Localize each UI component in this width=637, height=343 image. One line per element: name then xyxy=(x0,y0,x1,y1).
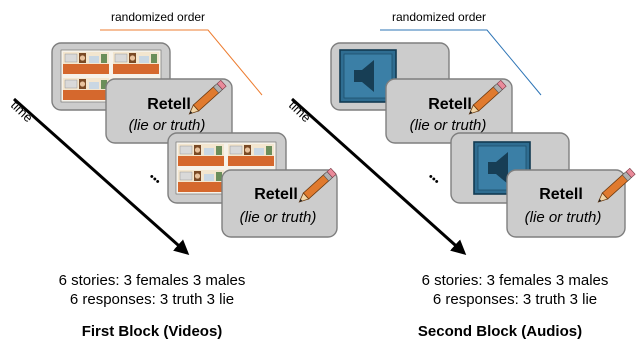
randomized-order-label: randomized order xyxy=(111,10,205,24)
stats-responses: 6 responses: 3 truth 3 lie xyxy=(70,291,234,308)
stats-stories: 6 stories: 3 females 3 males xyxy=(422,272,609,289)
retell-card xyxy=(385,78,513,144)
retell-subtitle: (lie or truth) xyxy=(129,117,206,134)
time-arrow xyxy=(13,97,190,255)
ellipsis: ••• xyxy=(425,171,442,188)
retell-subtitle: (lie or truth) xyxy=(525,209,602,226)
retell-subtitle: (lie or truth) xyxy=(240,209,317,226)
retell-card xyxy=(506,169,626,238)
block-videos: randomized order time Retell (lie or tru… xyxy=(8,10,338,340)
time-arrow xyxy=(290,97,467,256)
randomized-order-label: randomized order xyxy=(392,10,486,24)
retell-title: Retell xyxy=(539,186,583,203)
retell-title: Retell xyxy=(428,96,472,113)
stats-stories: 6 stories: 3 females 3 males xyxy=(59,272,246,289)
time-label: time xyxy=(8,97,36,125)
retell-title: Retell xyxy=(254,186,298,203)
randomized-order-line xyxy=(380,29,542,96)
time-label: time xyxy=(286,97,314,125)
stats-responses: 6 responses: 3 truth 3 lie xyxy=(433,291,597,308)
block-title: First Block (Videos) xyxy=(82,323,223,340)
randomized-order-line xyxy=(100,29,263,96)
retell-title: Retell xyxy=(147,96,191,113)
ellipsis: ••• xyxy=(146,171,163,188)
block-audios: randomized order time Retell (lie or tru… xyxy=(286,10,636,340)
block-title: Second Block (Audios) xyxy=(418,323,582,340)
retell-subtitle: (lie or truth) xyxy=(410,117,487,134)
retell-card xyxy=(221,169,338,238)
